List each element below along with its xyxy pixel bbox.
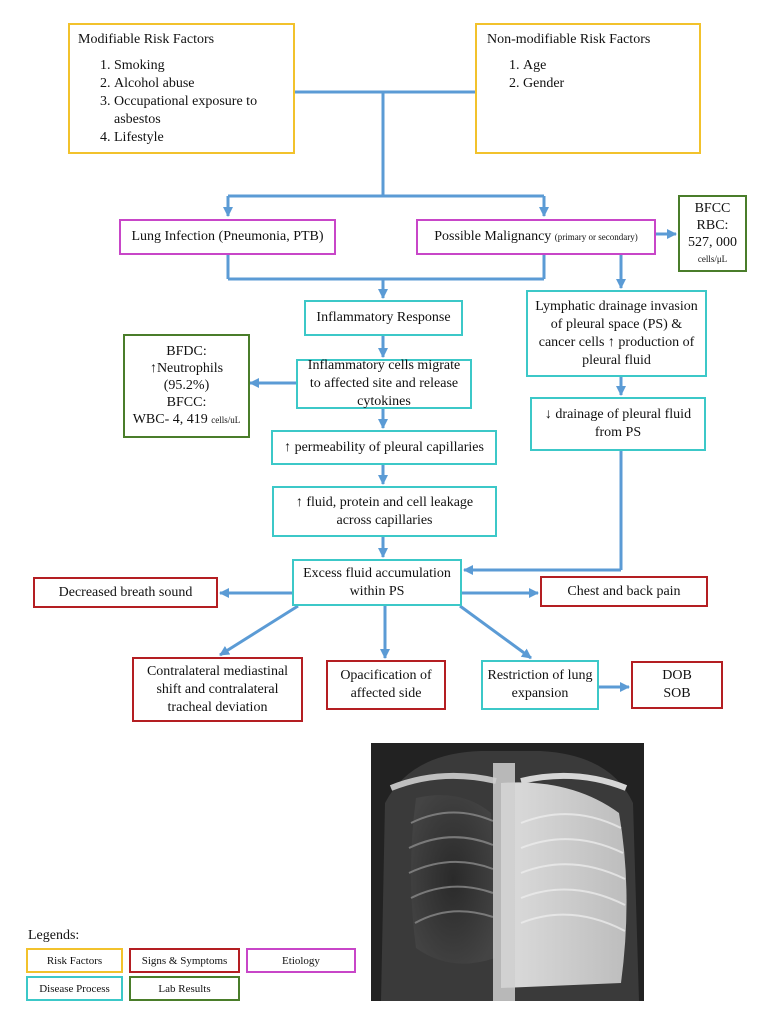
sob-label: SOB	[663, 686, 691, 701]
inflammatory-response-label: Inflammatory Response	[316, 310, 451, 325]
legend-risk-label: Risk Factors	[46, 954, 103, 967]
lab-wbc-value: WBC- 4, 419 cells/uL	[132, 412, 241, 427]
legend-etiology: Etiology	[246, 948, 356, 973]
lab-rbc-line1: BFCC	[694, 200, 731, 216]
chest-xray-image	[371, 743, 644, 1001]
lab-wbc-box: BFDC: ↑Neutrophils (95.2%) BFCC: WBC- 4,…	[123, 334, 250, 438]
nonmodifiable-risk-factors-box: Non-modifiable Risk Factors Age Gender	[475, 23, 701, 154]
lymphatic-drainage-box: Lymphatic drainage invasion of pleural s…	[526, 290, 707, 377]
legend-lab-results: Lab Results	[129, 976, 240, 1001]
modifiable-risk-factors-box: Modifiable Risk Factors Smoking Alcohol …	[68, 23, 295, 154]
decreased-drainage-label: ↓ drainage of pleural fluid from PS	[544, 407, 692, 440]
mediastinal-shift-box: Contralateral mediastinal shift and cont…	[132, 657, 303, 722]
lab-rbc-box: BFCC RBC: 527, 000 cells/μL	[678, 195, 747, 272]
lab-wbc-unit: cells/uL	[211, 415, 241, 425]
risk-item-lifestyle: Lifestyle	[114, 129, 285, 147]
malignancy-note: (primary or secondary)	[554, 232, 638, 242]
lung-infection-box: Lung Infection (Pneumonia, PTB)	[119, 219, 336, 255]
legend-signs-symptoms: Signs & Symptoms	[129, 948, 240, 973]
chest-back-pain-box: Chest and back pain	[540, 576, 708, 607]
inflammatory-response-box: Inflammatory Response	[304, 300, 463, 336]
lab-wbc-line2: ↑Neutrophils	[149, 361, 224, 376]
mediastinal-shift-label: Contralateral mediastinal shift and cont…	[146, 663, 289, 715]
lymphatic-drainage-label: Lymphatic drainage invasion of pleural s…	[535, 298, 698, 368]
lab-wbc-line4: BFCC:	[166, 395, 207, 410]
risk-item-age: Age	[523, 57, 689, 75]
legend-risk-factors: Risk Factors	[26, 948, 123, 973]
lab-wbc-line3: (95.2%)	[163, 378, 210, 393]
possible-malignancy-label: Possible Malignancy (primary or secondar…	[434, 229, 638, 244]
restriction-box: Restriction of lung expansion	[481, 660, 599, 710]
possible-malignancy-box: Possible Malignancy (primary or secondar…	[416, 219, 656, 255]
legend-title: Legends:	[28, 928, 80, 943]
lung-infection-label: Lung Infection (Pneumonia, PTB)	[131, 229, 324, 244]
restriction-label: Restriction of lung expansion	[487, 668, 593, 701]
risk-item-asbestos: Occupational exposure to asbestos	[114, 93, 285, 129]
dob-label: DOB	[662, 668, 692, 683]
excess-fluid-label: Excess fluid accumulation within PS	[303, 565, 451, 599]
excess-fluid-box: Excess fluid accumulation within PS	[292, 559, 462, 606]
lab-rbc-unit: cells/μL	[697, 253, 728, 264]
lab-wbc-line1: BFDC:	[166, 344, 207, 359]
risk-item-smoking: Smoking	[114, 57, 285, 75]
chest-back-pain-label: Chest and back pain	[567, 583, 681, 599]
legend-lab-label: Lab Results	[158, 982, 211, 995]
decreased-breath-sound-label: Decreased breath sound	[58, 584, 193, 600]
permeability-label: ↑ permeability of pleural capillaries	[284, 439, 484, 455]
chest-xray-drawing	[371, 743, 644, 1001]
modifiable-risk-list: Smoking Alcohol abuse Occupational expos…	[78, 57, 285, 147]
legend-disease-process: Disease Process	[26, 976, 123, 1001]
legend-disease-label: Disease Process	[39, 982, 110, 995]
permeability-box: ↑ permeability of pleural capillaries	[271, 430, 497, 465]
risk-item-alcohol: Alcohol abuse	[114, 75, 285, 93]
dob-sob-box: DOB SOB	[631, 661, 723, 709]
lab-rbc-line2: RBC:	[696, 217, 729, 233]
decreased-breath-sound-box: Decreased breath sound	[33, 577, 218, 608]
cells-migrate-box: Inflammatory cells migrate to affected s…	[296, 358, 472, 409]
risk-item-gender: Gender	[523, 75, 689, 93]
nonmodifiable-risk-title: Non-modifiable Risk Factors	[487, 32, 651, 47]
legend-signs-label: Signs & Symptoms	[141, 954, 228, 967]
cells-migrate-label: Inflammatory cells migrate to affected s…	[307, 358, 461, 409]
leakage-box: ↑ fluid, protein and cell leakage across…	[272, 486, 497, 537]
leakage-label: ↑ fluid, protein and cell leakage across…	[295, 494, 474, 528]
lab-rbc-value: 527, 000	[688, 234, 737, 250]
nonmodifiable-risk-list: Age Gender	[487, 57, 689, 93]
legend-etiology-label: Etiology	[282, 954, 320, 967]
opacification-box: Opacification of affected side	[326, 660, 446, 710]
opacification-label: Opacification of affected side	[340, 668, 432, 701]
decreased-drainage-box: ↓ drainage of pleural fluid from PS	[530, 397, 706, 451]
modifiable-risk-title: Modifiable Risk Factors	[78, 32, 215, 47]
